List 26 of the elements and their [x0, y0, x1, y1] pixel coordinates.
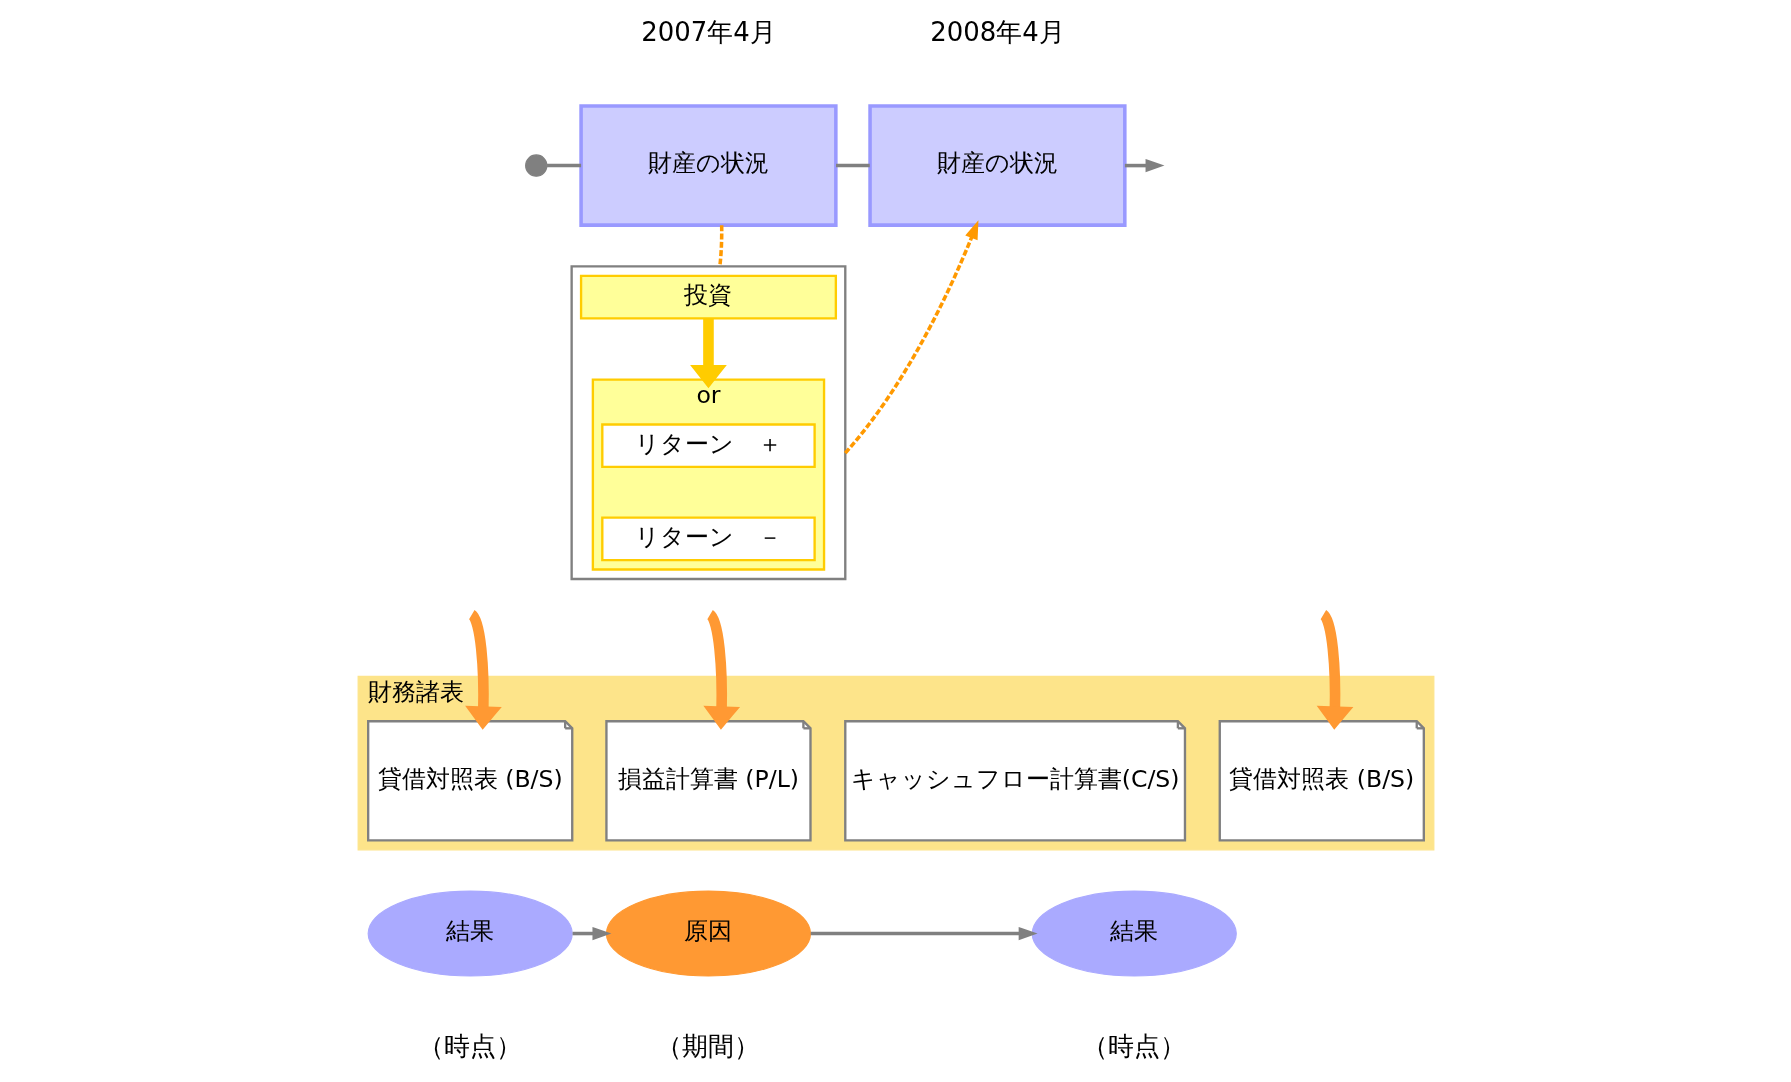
connector [835, 163, 870, 168]
node-box: 財産の状況 [578, 104, 838, 227]
node-label: （期間） [655, 1030, 760, 1061]
arrow [1124, 158, 1164, 173]
node-box: 財産の状況 [867, 104, 1127, 227]
connector [546, 163, 581, 168]
node-box: リターン ＋ [600, 423, 816, 469]
connector [717, 225, 723, 267]
node-label: 2008年4月 [929, 16, 1065, 47]
cluster [569, 265, 846, 581]
arrow [810, 926, 1038, 941]
node-box: リターン － [600, 516, 816, 562]
arrow [464, 610, 502, 730]
arrow [1316, 610, 1353, 730]
node-circle [524, 154, 547, 177]
node-ellipse: 結果 [1031, 890, 1237, 977]
node-label: （時点） [417, 1030, 522, 1061]
node-box: 投資 [579, 274, 837, 320]
arrow [572, 926, 611, 941]
arrow [843, 220, 978, 455]
node-ellipse: 原因 [605, 890, 811, 977]
arrow [689, 318, 727, 389]
node-label: 2007年4月 [640, 16, 776, 47]
node-label: （時点） [1081, 1030, 1186, 1061]
arrow [702, 610, 740, 730]
node-ellipse: 結果 [367, 890, 573, 977]
